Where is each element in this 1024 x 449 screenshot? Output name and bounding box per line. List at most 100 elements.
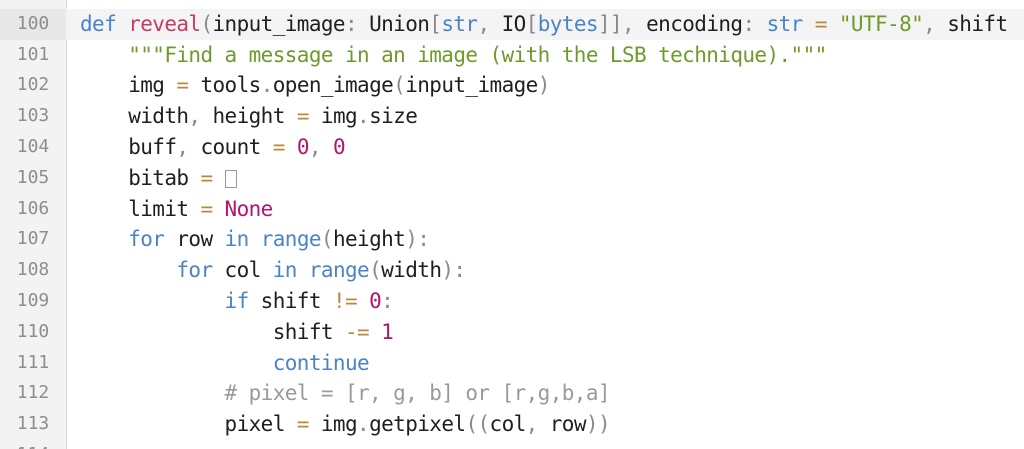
code-line[interactable]: 101 """Find a message in an image (with … [0, 40, 1024, 71]
code-token: ( [320, 227, 334, 252]
code-token: if [224, 288, 250, 313]
code-token [80, 351, 273, 375]
code-line[interactable]: 99 [0, 0, 1024, 9]
code-token [80, 381, 225, 405]
code-token [285, 104, 297, 128]
code-token: ): [405, 227, 430, 252]
code-token: "UTF-8" [838, 11, 924, 36]
line-number: 108 [16, 259, 50, 281]
line-code: shift -= 1 [80, 317, 394, 348]
code-token: , [622, 11, 647, 36]
code-token: open_image [272, 73, 394, 98]
code-token [188, 73, 200, 97]
code-token: for [176, 258, 213, 283]
code-token: """Find a message in an image (with the … [128, 42, 827, 67]
code-token [116, 12, 128, 36]
code-token: col [224, 258, 262, 283]
code-token [188, 166, 200, 190]
code-token [80, 43, 128, 67]
code-token: = [272, 134, 286, 159]
code-token: . [357, 104, 370, 129]
code-token: 0 [369, 288, 382, 313]
code-token [333, 320, 345, 344]
code-token [261, 135, 273, 159]
code-token: 0 [332, 134, 346, 159]
code-token: = [200, 196, 213, 221]
code-line[interactable]: 104 buff, count = 0, 0 [0, 132, 1024, 163]
code-token: limit [128, 196, 189, 221]
code-token [213, 166, 225, 190]
line-number: 112 [16, 382, 50, 404]
code-token: col [489, 412, 527, 437]
code-token: in [224, 227, 250, 252]
code-token [357, 289, 369, 313]
code-line[interactable]: 109 if shift != 0: [0, 286, 1024, 317]
code-token: Union [369, 11, 430, 36]
code-token [80, 166, 128, 190]
code-token [249, 289, 261, 313]
line-code: limit = None [80, 194, 273, 225]
code-token [213, 197, 225, 221]
code-token [80, 289, 225, 313]
line-number: 100 [0, 8, 66, 40]
code-token: . [260, 73, 274, 98]
line-number: 101 [16, 43, 50, 65]
line-code: pixel = img.getpixel((col, row)) [80, 409, 611, 440]
code-line[interactable]: 113 pixel = img.getpixel((col, row)) [0, 409, 1024, 440]
code-token: = [296, 104, 310, 129]
code-token [213, 258, 225, 282]
line-code: buff, count = 0, 0 [80, 132, 345, 163]
code-token [803, 12, 815, 36]
code-line[interactable]: 112 # pixel = [r, g, b] or [r,g,b,a] [0, 378, 1024, 409]
code-token: ]] [597, 11, 623, 36]
code-line[interactable]: 107 for row in range(height): [0, 224, 1024, 255]
code-token: tools [200, 73, 261, 98]
code-token [80, 227, 128, 251]
code-token: = [814, 11, 828, 36]
line-number: 99 [0, 0, 66, 9]
code-token: [ [525, 11, 539, 36]
code-line[interactable]: 114 [0, 440, 1024, 449]
code-token [80, 412, 225, 436]
code-token [369, 320, 381, 344]
code-token [80, 135, 128, 159]
line-number: 113 [16, 413, 50, 435]
code-token: (( [465, 412, 490, 437]
line-code: img = tools.open_image(input_image) [80, 70, 550, 101]
code-token: , [308, 134, 333, 159]
line-number: 111 [16, 351, 50, 373]
code-token: height [332, 227, 406, 252]
code-token [80, 197, 128, 221]
line-code: """Find a message in an image (with the … [80, 40, 827, 71]
code-token: str [766, 11, 804, 36]
code-line[interactable]: 106 limit = None [0, 194, 1024, 225]
code-token: shift [947, 11, 1008, 36]
code-token: count [200, 134, 261, 159]
code-token: height [212, 104, 286, 129]
code-token [285, 135, 297, 159]
line-code: continue [80, 348, 370, 379]
line-number: 104 [16, 135, 50, 157]
code-line[interactable]: 103 width, height = img.size [0, 101, 1024, 132]
code-token: img [320, 104, 358, 129]
code-token: range [308, 258, 370, 283]
code-token: , [188, 104, 213, 129]
code-token: in [272, 258, 298, 283]
code-token: , [477, 11, 502, 36]
code-line[interactable]: 105 bitab = [0, 163, 1024, 194]
code-line[interactable]: 110 shift -= 1 [0, 317, 1024, 348]
code-line[interactable]: 108 for col in range(width): [0, 255, 1024, 286]
code-token [80, 104, 128, 128]
code-token [827, 12, 839, 36]
code-token: size [369, 104, 418, 129]
line-number: 105 [16, 166, 50, 188]
code-token: None [224, 196, 274, 221]
code-line[interactable]: 102 img = tools.open_image(input_image) [0, 70, 1024, 101]
code-token: input_image [405, 73, 538, 98]
code-line[interactable]: 111 continue [0, 348, 1024, 379]
code-token: width [128, 104, 189, 129]
code-token: shift [272, 319, 334, 344]
code-token: continue [272, 350, 370, 375]
